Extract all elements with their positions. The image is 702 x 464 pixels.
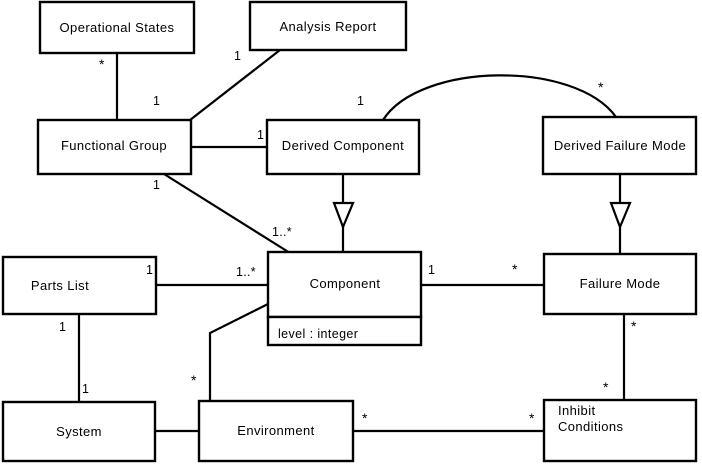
class-name-label: Derived Failure Mode: [554, 138, 686, 153]
class-box-operational-states[interactable]: Operational States: [38, 0, 196, 55]
multiplicity-label: 1: [153, 178, 160, 192]
class-name-label: Operational States: [60, 20, 175, 35]
association-functional-group-analysis-report: [189, 49, 281, 121]
multiplicity-label: 1: [153, 94, 160, 108]
multiplicity-label: 1..*: [272, 225, 292, 239]
class-name-label: Inhibit: [558, 403, 596, 418]
class-box-outline: [197, 399, 355, 463]
multiplicity-label: *: [512, 261, 518, 277]
association-line: [382, 74, 617, 121]
association-line: [208, 302, 271, 401]
multiplicity-labels-layer: * 1 1 1 1 1..* 1 * 1 1..* 1 * 1 1 * * * * *: [59, 49, 637, 426]
class-name-label: Analysis Report: [279, 19, 376, 34]
class-box-outline: [1, 400, 157, 463]
multiplicity-label: *: [631, 318, 637, 334]
class-attribute-label: level : integer: [278, 327, 358, 341]
class-name-label: Functional Group: [61, 138, 167, 153]
multiplicity-label: *: [362, 410, 368, 426]
multiplicity-label: *: [598, 79, 604, 95]
class-box-outline: [36, 118, 193, 176]
class-box-environment[interactable]: Environment: [197, 399, 355, 463]
associations-layer: [77, 49, 632, 433]
multiplicity-label: 1: [146, 263, 153, 277]
multiplicity-label: 1: [428, 263, 435, 277]
class-box-outline: [266, 250, 423, 319]
association-derived-failure-mode-failure-mode-generalization: [609, 174, 632, 254]
class-box-functional-group[interactable]: Functional Group: [36, 118, 193, 176]
class-box-outline: [265, 118, 421, 176]
multiplicity-label: 1: [234, 49, 241, 63]
association-line: [163, 173, 291, 254]
class-box-component[interactable]: Component level : integer: [266, 250, 423, 347]
multiplicity-label: *: [191, 372, 197, 388]
association-environment-component: [208, 302, 271, 401]
class-box-outline: [38, 0, 196, 55]
multiplicity-label: 1: [82, 382, 89, 396]
multiplicity-label: 1: [257, 128, 264, 142]
class-name-label: Failure Mode: [580, 276, 661, 291]
class-name-label: System: [56, 424, 102, 439]
attribute-compartment: [266, 315, 423, 347]
association-derived-component-component-generalization: [332, 174, 355, 252]
multiplicity-label: *: [603, 379, 609, 395]
class-name-label: Derived Component: [282, 138, 404, 153]
generalization-triangle-icon: [332, 201, 355, 230]
class-name-label: Environment: [237, 423, 314, 438]
class-box-outline: [542, 252, 698, 316]
multiplicity-label: *: [529, 410, 535, 426]
class-box-outline: [541, 115, 698, 176]
class-box-analysis-report[interactable]: Analysis Report: [248, 0, 408, 52]
class-box-derived-failure-mode[interactable]: Derived Failure Mode: [541, 115, 698, 176]
association-derived-component-derived-failure-mode: [382, 74, 617, 121]
class-box-parts-list[interactable]: Parts List: [1, 255, 158, 316]
multiplicity-label: 1..*: [236, 265, 256, 279]
multiplicity-label: 1: [59, 320, 66, 334]
class-box-system[interactable]: System: [1, 400, 157, 463]
class-name-label: Component: [310, 276, 381, 291]
multiplicity-label: 1: [357, 94, 364, 108]
class-box-outline: [248, 0, 408, 52]
generalization-triangle-icon: [609, 201, 632, 230]
association-line: [189, 49, 281, 121]
association-functional-group-component: [163, 173, 291, 254]
class-box-outline: [1, 255, 158, 316]
class-box-failure-mode[interactable]: Failure Mode: [542, 252, 698, 316]
class-name-label-line2: Conditions: [558, 419, 624, 434]
class-name-label: Parts List: [31, 278, 89, 293]
class-box-derived-component[interactable]: Derived Component: [265, 118, 421, 176]
multiplicity-label: *: [99, 56, 105, 72]
class-box-outline: [542, 398, 698, 463]
